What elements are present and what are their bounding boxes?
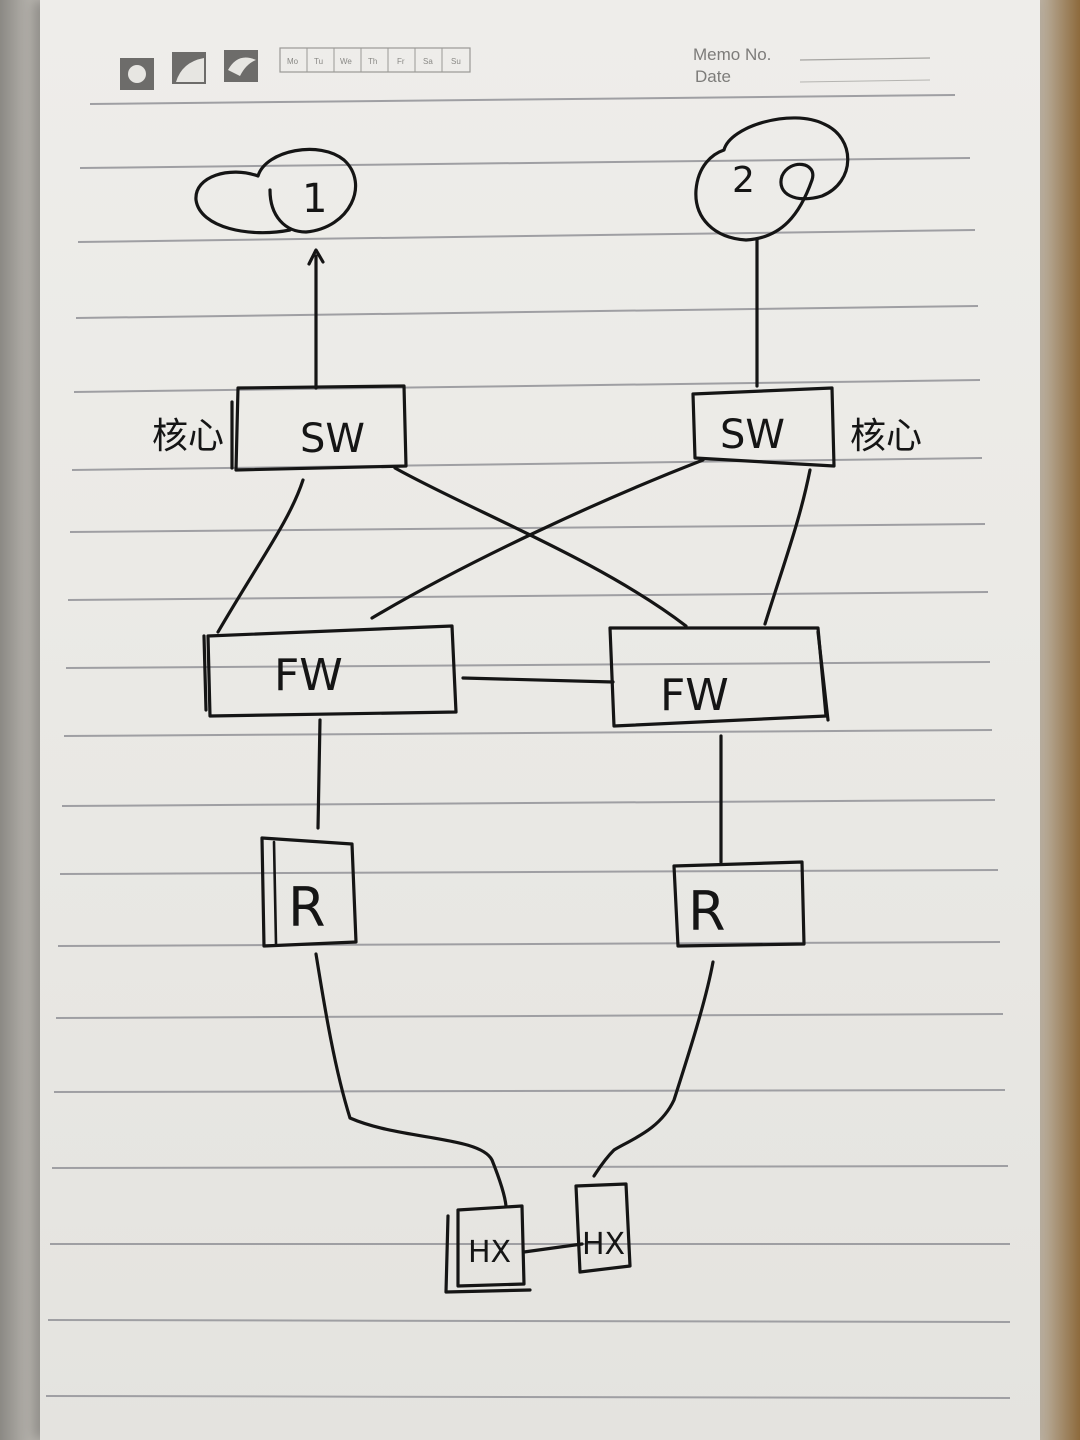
cloud-1-label: 1 <box>302 176 327 222</box>
switch-right-note: 核心 <box>850 416 922 457</box>
firewall-left-label: FW <box>274 650 343 701</box>
router-right: R <box>674 862 804 946</box>
day-label: Sa <box>423 57 433 66</box>
switch-left: SW 核心 <box>152 386 406 470</box>
firewall-right: FW <box>610 628 828 726</box>
router-left-label: R <box>288 876 326 939</box>
switch-right-label: SW <box>720 412 785 458</box>
day-boxes: Mo Tu We Th Fr Sa Su <box>280 48 470 72</box>
ruled-lines <box>46 95 1010 1398</box>
memo-header: Memo No. Date <box>693 45 930 86</box>
day-label: Tu <box>314 57 323 66</box>
cloud-2: 2 <box>696 118 848 240</box>
date-label: Date <box>695 67 731 86</box>
device-left: HX <box>446 1206 530 1292</box>
switch-right: SW 核心 <box>693 388 922 466</box>
day-label: Su <box>451 57 461 66</box>
cloud-2-label: 2 <box>732 160 755 201</box>
day-label: We <box>340 57 352 66</box>
memo-label: Memo No. <box>693 45 771 64</box>
router-right-label: R <box>688 880 726 943</box>
router-left: R <box>262 838 356 946</box>
device-right-label: HX <box>582 1227 625 1262</box>
switch-left-note: 核心 <box>152 416 224 457</box>
switch-left-label: SW <box>300 416 365 462</box>
day-label: Th <box>368 57 377 66</box>
day-label: Fr <box>397 57 405 66</box>
device-left-label: HX <box>468 1235 511 1270</box>
weather-icons <box>120 50 258 90</box>
day-label: Mo <box>287 57 299 66</box>
firewall-left: FW <box>204 626 456 716</box>
cloud-1: 1 <box>196 149 356 232</box>
firewall-right-label: FW <box>660 670 729 721</box>
device-right: HX <box>576 1184 630 1272</box>
